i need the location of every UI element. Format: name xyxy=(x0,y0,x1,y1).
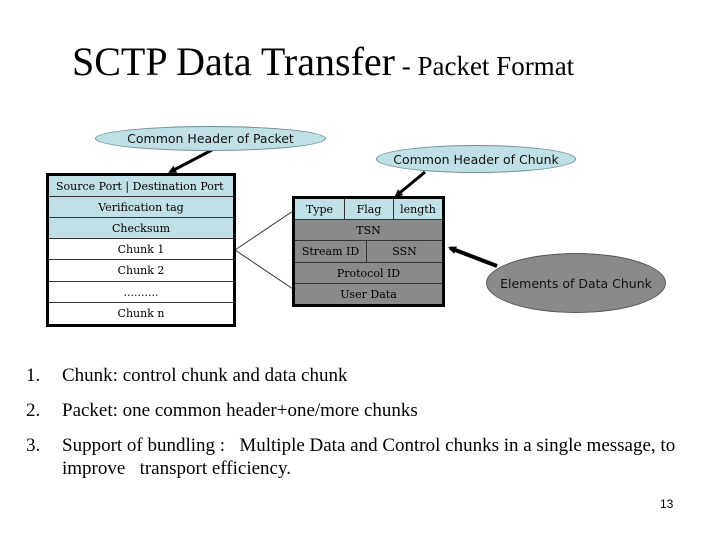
packet-row-label: Verification tag xyxy=(98,200,184,214)
packet-row-label: Chunk 1 xyxy=(117,242,165,256)
cell-length: length xyxy=(394,199,442,219)
list-item-text: Support of bundling : Multiple Data and … xyxy=(62,435,680,479)
cell-type-label: Type xyxy=(305,202,334,216)
packet-row-chunk-1: Chunk 1 xyxy=(49,239,233,260)
callout-chunk-header-label: Common Header of Chunk xyxy=(393,151,559,167)
cell-tsn-label: TSN xyxy=(356,223,381,237)
cell-protocol-id-label: Protocol ID xyxy=(336,266,401,280)
chunk-expand-line-bottom xyxy=(234,249,294,290)
callout-packet-header-label: Common Header of Packet xyxy=(127,131,294,146)
list-item-number: 3. xyxy=(26,435,41,456)
packet-row-label: Chunk 2 xyxy=(117,264,165,277)
chunk-expand-line-top xyxy=(234,210,294,251)
packet-row-checksum: Checksum xyxy=(49,218,233,239)
packet-row-chunk-n: Chunk n xyxy=(49,303,233,324)
cell-type: Type xyxy=(295,199,345,219)
cell-flag: Flag xyxy=(345,199,394,219)
packet-row-ellipsis: .......... xyxy=(49,282,233,303)
packet-row-label: .......... xyxy=(123,285,159,299)
data-chunk-arrow xyxy=(448,246,498,268)
cell-ssn-label: SSN xyxy=(392,245,417,258)
callout-data-chunk-elements: Elements of Data Chunk xyxy=(486,253,666,313)
chunk-row-user-data: User Data xyxy=(295,284,442,304)
cell-ssn: SSN xyxy=(367,241,442,262)
title-main: SCTP Data Transfer xyxy=(72,39,395,84)
list-item-text: Packet: one common header+one/more chunk… xyxy=(62,400,418,421)
chunk-header-arrow xyxy=(394,170,426,198)
cell-length-label: length xyxy=(400,202,436,216)
title-sub: - Packet Format xyxy=(394,51,575,81)
list-item-text: Chunk: control chunk and data chunk xyxy=(62,365,348,386)
callout-packet-header: Common Header of Packet xyxy=(95,126,326,151)
slide-title: SCTP Data Transfer - Packet Format xyxy=(72,38,574,85)
chunk-header-row: Type Flag length xyxy=(295,199,442,220)
list-item-number: 1. xyxy=(26,365,41,386)
cell-stream-id-label: Stream ID xyxy=(301,245,360,258)
cell-flag-label: Flag xyxy=(356,202,382,216)
chunk-row-stream: Stream ID SSN xyxy=(295,241,442,263)
cell-stream-id: Stream ID xyxy=(295,241,367,262)
list-item: 3. Support of bundling : Multiple Data an… xyxy=(26,434,686,480)
list-item-number: 2. xyxy=(26,400,41,421)
packet-format-table: Source Port | Destination Port Verificat… xyxy=(46,173,236,327)
bullet-list: 1. Chunk: control chunk and data chunk 2.… xyxy=(26,364,686,492)
callout-chunk-header: Common Header of Chunk xyxy=(376,145,576,173)
packet-row-label: Checksum xyxy=(112,221,170,235)
data-chunk-table: Type Flag length TSN Stream ID SSN Proto… xyxy=(292,196,445,307)
packet-header-arrow xyxy=(168,148,213,174)
packet-row-chunk-2: Chunk 2 xyxy=(49,260,233,282)
chunk-row-tsn: TSN xyxy=(295,220,442,241)
callout-data-chunk-label: Elements of Data Chunk xyxy=(500,275,652,291)
list-item: 1. Chunk: control chunk and data chunk xyxy=(26,364,686,387)
packet-row-label: Source Port | Destination Port xyxy=(56,179,224,193)
packet-row-verification-tag: Verification tag xyxy=(49,197,233,218)
chunk-row-protocol-id: Protocol ID xyxy=(295,263,442,284)
cell-user-data-label: User Data xyxy=(340,287,397,301)
packet-row-label: Chunk n xyxy=(117,307,165,320)
list-item: 2. Packet: one common header+one/more chu… xyxy=(26,399,686,422)
page-number: 13 xyxy=(660,497,674,511)
packet-row-ports: Source Port | Destination Port xyxy=(49,176,233,197)
